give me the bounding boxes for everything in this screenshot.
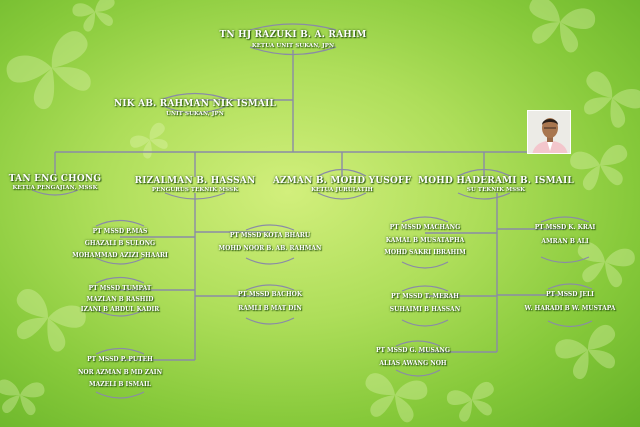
manager-name: AZMAN B. MOHD YUSOFF <box>272 176 412 186</box>
unit-member: RAMLI B MAT DIN <box>238 305 302 312</box>
unit-member: MOHAMMAD AZIZI SHAARI <box>72 252 168 259</box>
unit-member: KAMAL B MUSATAPHA <box>385 237 465 244</box>
unit-member: W. HARADI B W. MUSTAPA <box>524 305 616 312</box>
unit-member: MAZLAN B RASHID <box>86 296 154 303</box>
staff-photo <box>527 110 571 154</box>
deputy-name: NIK AB. RAHMAN NIK ISMAIL <box>113 99 277 109</box>
manager-name: MOHD HADERAMI B. ISMAIL <box>418 176 574 186</box>
unit-title: PT MSSD T. MERAH <box>391 293 459 300</box>
head-role: KETUA UNIT SUKAN, JPN <box>251 43 335 49</box>
manager-name: TAN ENG CHONG <box>8 174 102 184</box>
manager-role: KETUA PENGAJIAN, MSSK <box>12 185 98 191</box>
unit-title: PT MSSD TUMPAT <box>88 285 152 292</box>
person-avatar-icon <box>528 111 570 153</box>
unit-member: NOR AZMAN B MD ZAIN <box>77 369 163 376</box>
manager-role: SU TEKNIK MSSK <box>466 187 526 193</box>
unit-title: PT MSSD KOTA BHARU <box>229 232 311 239</box>
unit-member: MOHD NOOR B. AB. RAHMAN <box>218 245 322 252</box>
unit-member: MAZELI B ISMAIL <box>89 381 151 388</box>
unit-member: SUHAIMI B HASSAN <box>389 306 461 313</box>
unit-member: AMRAN B ALI <box>541 238 589 245</box>
manager-name: RIZALMAN B. HASSAN <box>134 176 256 186</box>
unit-title: PT MSSD BACHOK <box>237 291 303 298</box>
unit-title: PT MSSD P.MAS <box>92 228 148 235</box>
deputy-role: UNIT SUKAN, JPN <box>166 111 224 117</box>
unit-member: ALIAS AWANG NOH <box>379 360 447 367</box>
unit-title: PT MSSD G. MUSANG <box>375 347 451 354</box>
unit-title: PT MSSD JELI <box>546 291 594 298</box>
unit-member: IZANI B ABDUL KADIR <box>80 306 160 313</box>
unit-member: MOHD SAKRI IBRAHIM <box>384 249 466 256</box>
head-name: TN HJ RAZUKI B. A. RAHIM <box>219 30 367 40</box>
manager-role: PENGURUS TEKNIK MSSK <box>151 187 239 193</box>
unit-title: PT MSSD MACHANG <box>389 224 461 231</box>
unit-member: GHAZALI B SULONG <box>84 240 156 247</box>
unit-title: PT MSSD P. PUTEH <box>87 356 153 363</box>
unit-title: PT MSSD K. KRAI <box>534 224 596 231</box>
manager-role: KETUA JURULATIH <box>311 187 373 193</box>
